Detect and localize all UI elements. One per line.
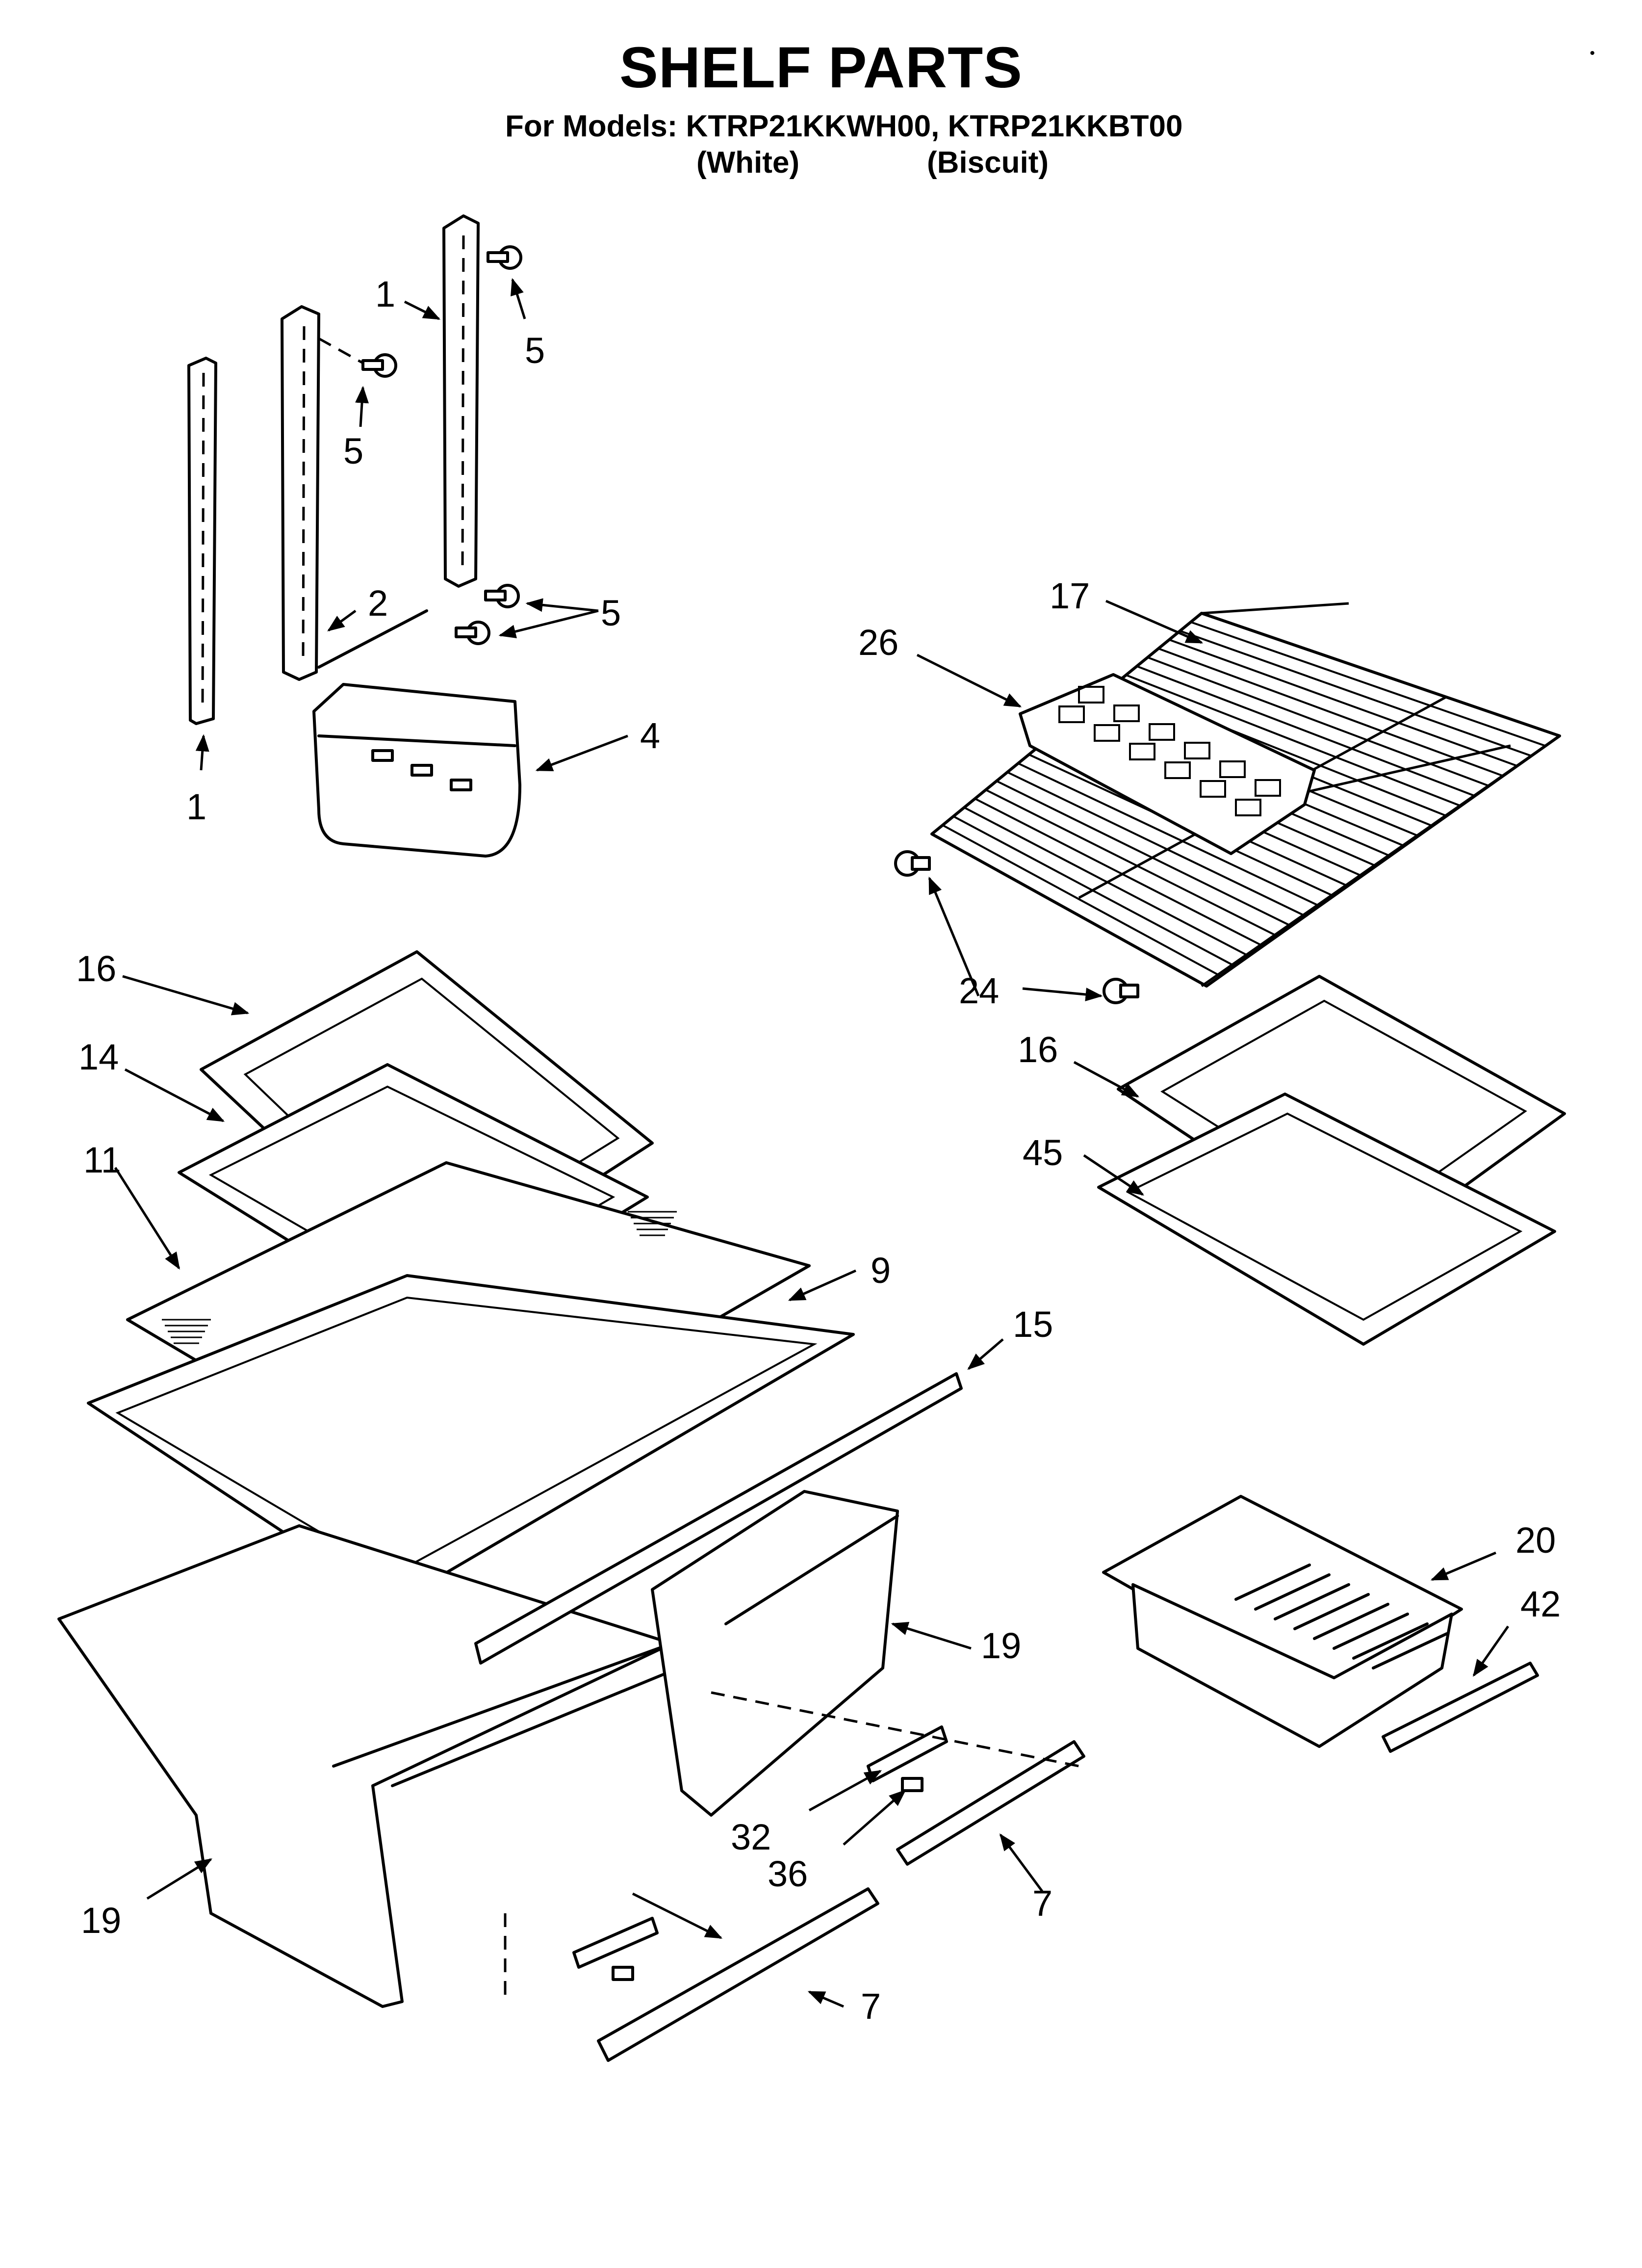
shelf-frame-right	[1097, 1093, 1556, 1346]
tray-cell	[1164, 761, 1191, 779]
wire-rod	[985, 789, 1278, 937]
tray-cell	[1200, 780, 1226, 798]
wire-rod	[953, 815, 1235, 967]
tray-cell	[1058, 705, 1085, 723]
callout-26: 26	[858, 622, 898, 663]
screw-center	[318, 337, 397, 378]
callout-45: 45	[1023, 1132, 1063, 1173]
drawer-trim-right	[896, 1740, 1085, 1866]
screw-upper-right	[487, 245, 522, 270]
callout-9: 9	[871, 1250, 891, 1291]
wire-rod	[975, 798, 1264, 947]
wire-rod	[1018, 762, 1320, 907]
wire-rod	[1158, 648, 1504, 777]
screw-lower-b	[455, 621, 490, 645]
callout-2: 2	[368, 583, 388, 624]
screw-lower-a	[484, 584, 520, 608]
shelf-stud-lower	[1103, 978, 1139, 1004]
pan-rib	[1293, 1593, 1370, 1630]
wire-rod	[1126, 674, 1462, 807]
shelf-rail-center	[281, 305, 320, 681]
crisper-drawer-left	[57, 1524, 673, 2008]
callout-7-right: 7	[1032, 1883, 1052, 1924]
callout-5-lower: 5	[601, 593, 621, 633]
tray-cell	[1184, 742, 1210, 759]
callout-11: 11	[83, 1140, 121, 1180]
model-numbers: For Models: KTRP21KKWH00, KTRP21KKBT00	[505, 109, 1183, 143]
wire-rod	[1190, 621, 1546, 747]
wire-rod	[942, 824, 1221, 977]
crisper-drawer-right	[651, 1490, 899, 1817]
callout-1-lower: 1	[186, 786, 206, 827]
leader-arrows	[114, 278, 1510, 2008]
pan-rib	[1333, 1613, 1409, 1650]
callout-4: 4	[640, 715, 660, 756]
shelf-rail-left	[187, 357, 217, 725]
callout-14: 14	[78, 1037, 119, 1077]
shelf-stud-upper	[894, 850, 931, 877]
callout-24: 24	[959, 970, 999, 1011]
leader-dash-2	[711, 1691, 1079, 1768]
pan-rib	[1254, 1573, 1331, 1611]
callout-16-right: 16	[1018, 1029, 1058, 1070]
callout-19-right: 19	[981, 1625, 1021, 1666]
tray-cell	[1255, 779, 1281, 797]
wire-rod	[1007, 771, 1306, 917]
tray-cell	[1129, 743, 1155, 760]
callout-7-lower: 7	[861, 1986, 881, 2027]
drawer-slide-right	[867, 1725, 948, 1792]
tray-cell	[1094, 724, 1120, 742]
callout-1-upper: 1	[375, 274, 395, 314]
wire-rod	[931, 833, 1207, 987]
pan-rib	[1352, 1622, 1429, 1660]
pan-rib	[1234, 1564, 1311, 1601]
wire-rod	[1180, 630, 1532, 757]
callout-19-left: 19	[81, 1900, 121, 1941]
pan-rib	[1274, 1583, 1350, 1620]
callout-5-upper: 5	[525, 330, 545, 371]
variant-white: (White)	[696, 146, 800, 180]
shelf-rail-right	[442, 214, 480, 588]
tray-cell	[1219, 760, 1246, 778]
crisper-cover-trim	[474, 1372, 963, 1665]
wire-rod	[1201, 612, 1560, 737]
pan-trim	[1382, 1662, 1539, 1753]
page-title: SHELF PARTS	[619, 35, 1023, 100]
ice-cube-tray	[1019, 673, 1316, 855]
pan-rib	[1313, 1603, 1389, 1640]
drawer-slide-left	[572, 1917, 659, 1981]
callout-20: 20	[1515, 1520, 1556, 1561]
pan-rib	[1372, 1632, 1448, 1669]
callout-36: 36	[768, 1853, 808, 1894]
tray-cell	[1078, 686, 1104, 704]
corner-mark: •	[1590, 45, 1595, 61]
callout-16-left: 16	[76, 948, 116, 989]
callout-15: 15	[1013, 1304, 1053, 1345]
tray-cell	[1235, 799, 1261, 816]
wire-rod	[996, 780, 1292, 927]
wire-rod	[1136, 665, 1475, 797]
door-bin	[312, 683, 521, 858]
variant-biscuit: (Biscuit)	[927, 146, 1049, 180]
callout-42: 42	[1520, 1584, 1561, 1624]
callout-5-middle: 5	[343, 431, 363, 471]
drawer-trim-lower	[597, 1887, 879, 2062]
callout-32: 32	[731, 1817, 771, 1857]
rail-join-line	[317, 609, 428, 669]
wire-rod	[1169, 639, 1518, 767]
tray-cell	[1113, 704, 1140, 722]
callout-17: 17	[1050, 575, 1090, 616]
tray-cell	[1149, 723, 1175, 741]
meat-pan	[1102, 1495, 1463, 1748]
